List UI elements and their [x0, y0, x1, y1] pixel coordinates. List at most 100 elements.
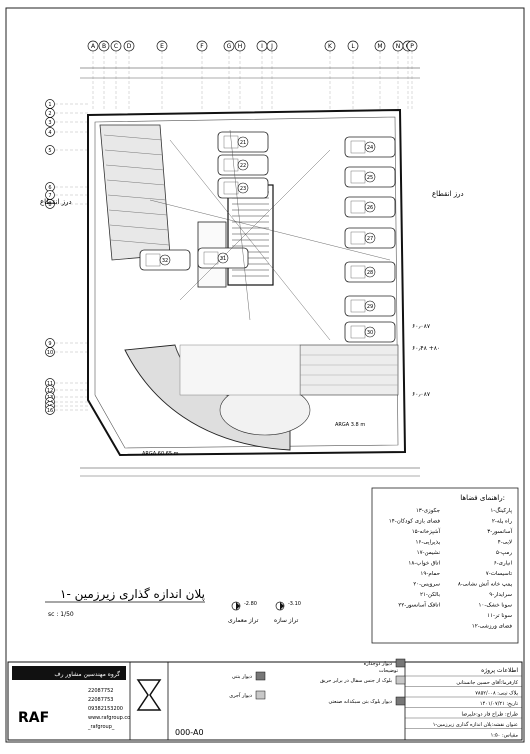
grid-label-M: M [377, 43, 382, 50]
check-label: توضیحات [379, 668, 399, 674]
drawing-title: پلان اندازه گذاری زیرزمین -۱ [60, 587, 205, 602]
project-row-3: تاریخ: ۱۴۰۱/۰۷/۲۱ [480, 701, 519, 707]
grid-label-J: J [270, 43, 273, 50]
parking-number-30 [364, 326, 376, 338]
grid-bubbles-left: 12345678910111213141516 [45, 99, 90, 415]
grid-bubble-3 [45, 117, 55, 127]
parking-number-32 [159, 254, 171, 266]
grid-label-2: 2 [48, 111, 51, 117]
grid-bubble-8 [45, 199, 55, 209]
grid-bubble-10 [45, 347, 55, 357]
project-info-rows: کارفرما:آقای حسین جانستانی پلاک ثبتی: ۷۸۵… [405, 675, 522, 739]
elev-mark-3: ۶۰٫۰۸۷ [412, 391, 431, 398]
parking-label-28: 28 [367, 270, 373, 276]
parking-label-30: 30 [367, 330, 373, 336]
project-row-5: عنوان نقشه:پلان اندازه گذاری زیرزمین-۱ [433, 721, 518, 728]
ramp-label-2: ARGA 3.8 m [335, 422, 365, 428]
parking-number-21 [237, 136, 249, 148]
sheet-border [5, 7, 525, 743]
grid-label-6: 6 [48, 185, 51, 191]
grid-bubbles-top: ABCDEFGHIJKLMNOP [87, 40, 418, 110]
grid-label-7: 7 [48, 193, 51, 199]
legend-item-left-2: ۱۴-فضای بازی کودکان [389, 518, 441, 525]
grid-label-12: 12 [47, 388, 53, 394]
parking-label-31: 31 [220, 256, 226, 262]
legend-item-left-3: ۱۵-آشپزخانه [412, 528, 441, 535]
stair-core [197, 184, 274, 288]
elev-mark-1: ۶۰٫۰۸۷ [412, 323, 431, 330]
material-swatch-1 [255, 671, 266, 681]
ramp-left [99, 124, 171, 261]
grid-label-11: 11 [47, 381, 53, 387]
level-value-1: -2.80 [244, 601, 257, 607]
sheet-code: 000-A0 [175, 728, 204, 737]
legend-item-right-2: ۲-راه پله [492, 519, 512, 525]
material-swatch-5 [395, 696, 406, 706]
legend-box [371, 487, 519, 644]
material-swatch-3 [395, 658, 406, 668]
materials-list: دیوار بتنی دیوار آجری دیوار دوجداره بلوک از… [229, 658, 406, 706]
project-row-2: پلاک ثبتی: ۷۸۵۲/۰۰۸ [475, 690, 518, 697]
parking-number-25 [364, 171, 376, 183]
grid-label-H: H [238, 43, 243, 50]
legend-item-right-10: ۱۰-سونا خشک [478, 602, 512, 609]
parking-number-31 [217, 252, 229, 264]
parking-label-24: 24 [367, 145, 373, 151]
legend-item-left-6: ۱۸-اتاق خواب [408, 561, 440, 567]
legend-item-left-8: ۲۰-سرویس [413, 582, 440, 588]
level-label-1: تراز معماری [228, 617, 259, 624]
project-row-4: طراح: طراح فاز دو:علیرضا [462, 712, 519, 718]
project-row-6: مقیاس: ۱:۵۰ [491, 733, 519, 739]
grid-bubble-16 [45, 405, 55, 415]
grid-label-4: 4 [48, 130, 51, 136]
legend-item-right-5: ۵-رمپ [496, 550, 512, 556]
legend-item-right-8: ۸-پمپ خانه آتش نشانی [458, 581, 513, 588]
material-label-1: دیوار بتنی [232, 674, 252, 680]
parking-number-24 [364, 141, 376, 153]
parking-number-27 [364, 232, 376, 244]
legend-item-right-7: ۷-تاسیسات [486, 571, 513, 577]
material-label-5: دیوار بلوک بتن سبکدانه صنعتی [328, 698, 392, 705]
material-label-3: دیوار دوجداره [364, 661, 392, 667]
legend-item-left-1: ۱۳-جکوزی [416, 507, 440, 514]
label-left-joint: درز انقطاع [40, 198, 72, 206]
website: www.rafgroup.co [88, 715, 130, 721]
level-markers: -2.80 تراز معماری -3.10 تراز سازه [228, 601, 301, 624]
legend-item-right-6: ۶-انباری [494, 561, 513, 567]
grid-label-D: D [127, 43, 132, 50]
grid-label-A: A [91, 43, 96, 50]
parking-label-27: 27 [367, 236, 373, 242]
grid-label-16: 16 [47, 408, 53, 414]
legend-item-right-11: ۱۱-سونا تر [487, 613, 512, 619]
level-label-2: تراز سازه [274, 617, 299, 624]
material-label-4: بلوک از جنس سفال در برابر حریق [320, 677, 392, 684]
grid-label-L: L [351, 43, 355, 50]
material-label-2: دیوار آجری [229, 692, 252, 699]
curved-ramp [124, 344, 311, 451]
phone-2: 22087753 [88, 697, 113, 703]
legend-item-left-4: ۱۶-پذیرایی [415, 540, 440, 546]
grid-label-N: N [396, 43, 401, 50]
legend-item-left-5: ۱۷-نشیمن [417, 550, 441, 556]
legend-item-left-10: ۲۲-اتاقک آسانسور [398, 602, 440, 609]
grid-bubble-4 [45, 127, 55, 137]
grid-label-1: 1 [48, 102, 51, 108]
project-row-1: کارفرما:آقای حسین جانستانی [456, 679, 518, 686]
drawing-scale: sc : 1/50 [48, 611, 74, 618]
phone-1: 22087752 [88, 688, 113, 694]
grid-label-9: 9 [48, 341, 51, 347]
ramp-label: ARGA 60.65 m [142, 451, 179, 457]
company-name: گروه مهندسین مشاور رف [54, 670, 120, 678]
material-swatch-4 [395, 675, 406, 685]
parking-label-23: 23 [240, 186, 246, 192]
parking-label-32: 32 [162, 258, 168, 264]
grid-label-5: 5 [48, 148, 51, 154]
parking-number-28 [364, 266, 376, 278]
elev-mark-2: ۶۰٫۴۸ +۸۰ [412, 345, 440, 352]
parking-label-21: 21 [240, 140, 246, 146]
parking-number-22 [237, 159, 249, 171]
parking-number-23 [237, 182, 249, 194]
